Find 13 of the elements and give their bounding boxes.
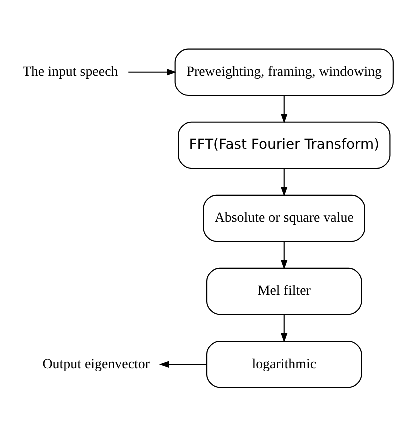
- node-box: Absolute or square value: [203, 194, 366, 242]
- arrow: [280, 241, 288, 270]
- arrow: [159, 360, 207, 368]
- node-box: Preweighting, framing, windowing: [174, 48, 394, 96]
- arrow: [280, 168, 288, 196]
- arrow: [128, 68, 177, 76]
- arrow: [280, 95, 288, 124]
- node-box: FFT(Fast Fourier Transform): [178, 121, 391, 169]
- node-text: Output eigenvector: [42, 356, 150, 372]
- node-box: logarithmic: [206, 340, 362, 388]
- node-text: The input speech: [22, 64, 118, 80]
- arrow: [280, 314, 288, 342]
- node-box: Mel filter: [206, 267, 362, 315]
